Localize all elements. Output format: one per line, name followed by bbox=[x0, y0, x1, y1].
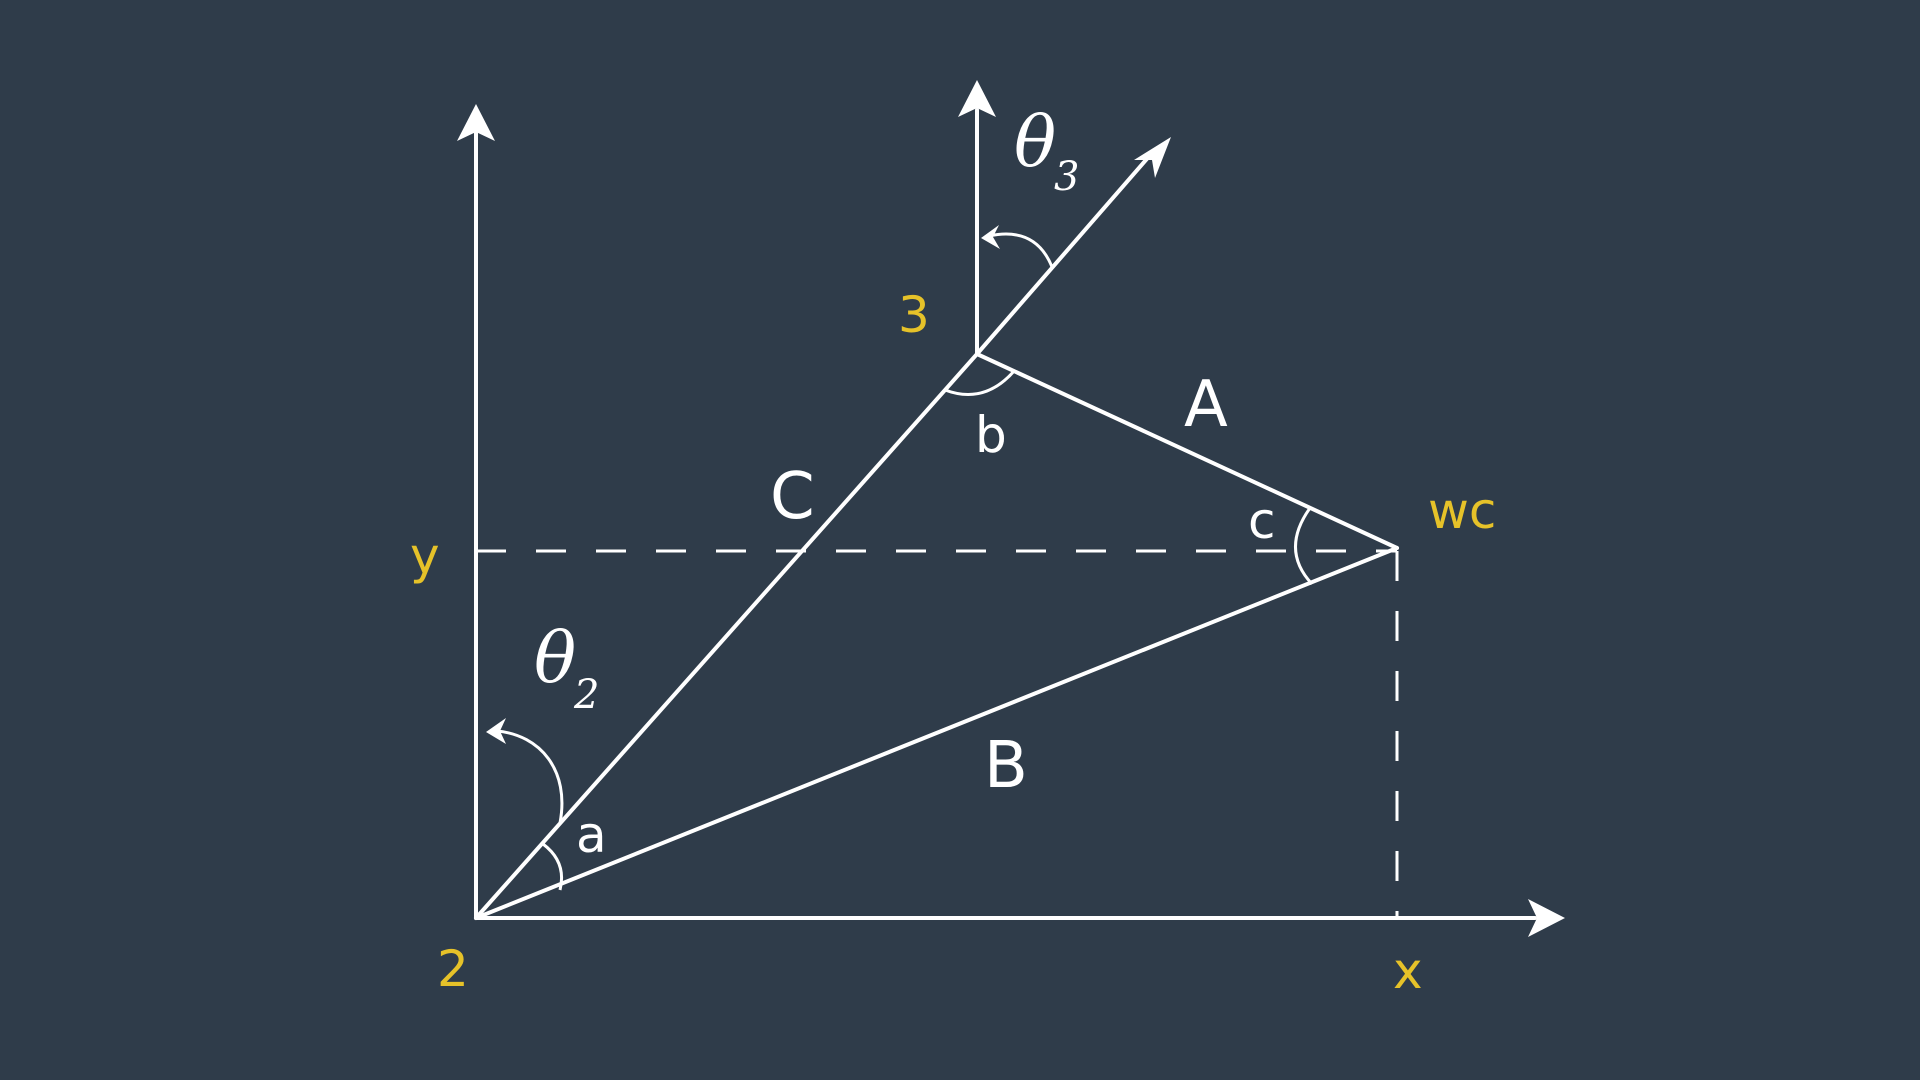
side-c-label: C bbox=[770, 460, 815, 534]
theta3-symbol: θ bbox=[1014, 101, 1056, 183]
angle-c-arc bbox=[1294, 507, 1314, 586]
side-c-line bbox=[474, 352, 979, 920]
joint3-label: 3 bbox=[898, 286, 930, 344]
angle-c-label: c bbox=[1248, 492, 1276, 550]
angle-b-arc bbox=[944, 369, 1017, 396]
side-b-label: B bbox=[984, 729, 1028, 803]
theta2-subscript: 2 bbox=[573, 672, 599, 718]
link-extension-arrowhead bbox=[1134, 137, 1171, 178]
wrist-center-label: wc bbox=[1428, 482, 1496, 540]
joint3-vertical-arrowhead bbox=[958, 80, 996, 117]
side-a-line bbox=[975, 352, 1399, 550]
angle-a-arc bbox=[542, 842, 564, 891]
y-axis-arrowhead bbox=[457, 104, 495, 141]
side-a-label: A bbox=[1184, 368, 1228, 442]
angle-a-label: a bbox=[576, 806, 607, 864]
theta3-rotation-arrowhead bbox=[981, 225, 1000, 249]
link-extension-line bbox=[975, 151, 1154, 356]
theta3-rotation-arc bbox=[988, 232, 1054, 268]
theta3-subscript: 3 bbox=[1054, 154, 1079, 200]
theta2-rotation-arrowhead bbox=[486, 718, 506, 744]
y-axis-label: y bbox=[410, 527, 440, 585]
angle-b-label: b bbox=[975, 406, 1007, 464]
theta2-rotation-arc bbox=[496, 729, 564, 824]
theta2-symbol: θ bbox=[534, 617, 576, 699]
joint2-label: 2 bbox=[437, 940, 469, 998]
side-b-line bbox=[474, 546, 1399, 920]
x-axis-label: x bbox=[1393, 942, 1423, 1000]
x-axis-arrowhead bbox=[1528, 899, 1565, 937]
